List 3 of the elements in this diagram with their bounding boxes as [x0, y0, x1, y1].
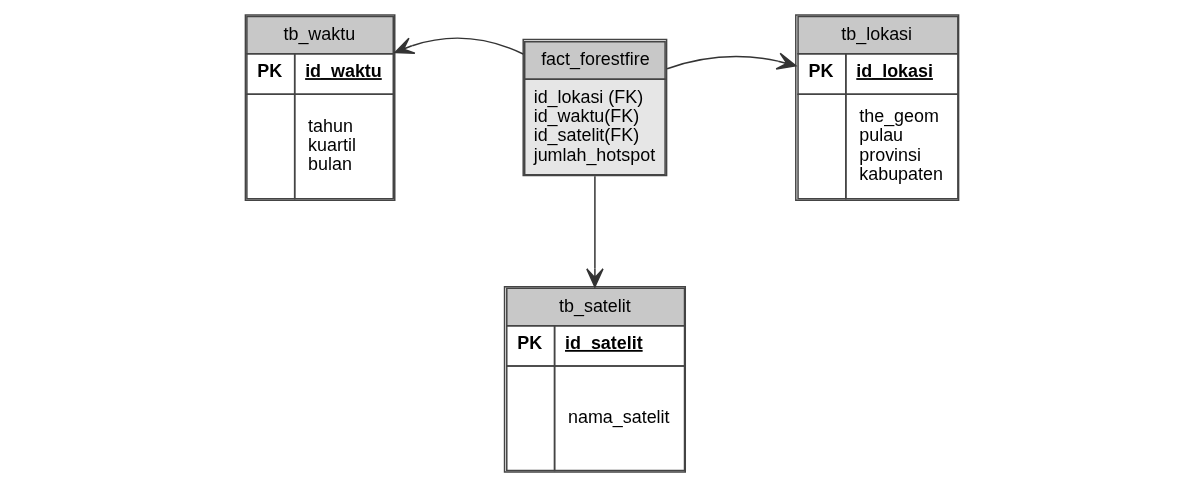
arrow	[393, 36, 524, 55]
arrow	[665, 52, 796, 70]
arrow	[585, 175, 604, 288]
